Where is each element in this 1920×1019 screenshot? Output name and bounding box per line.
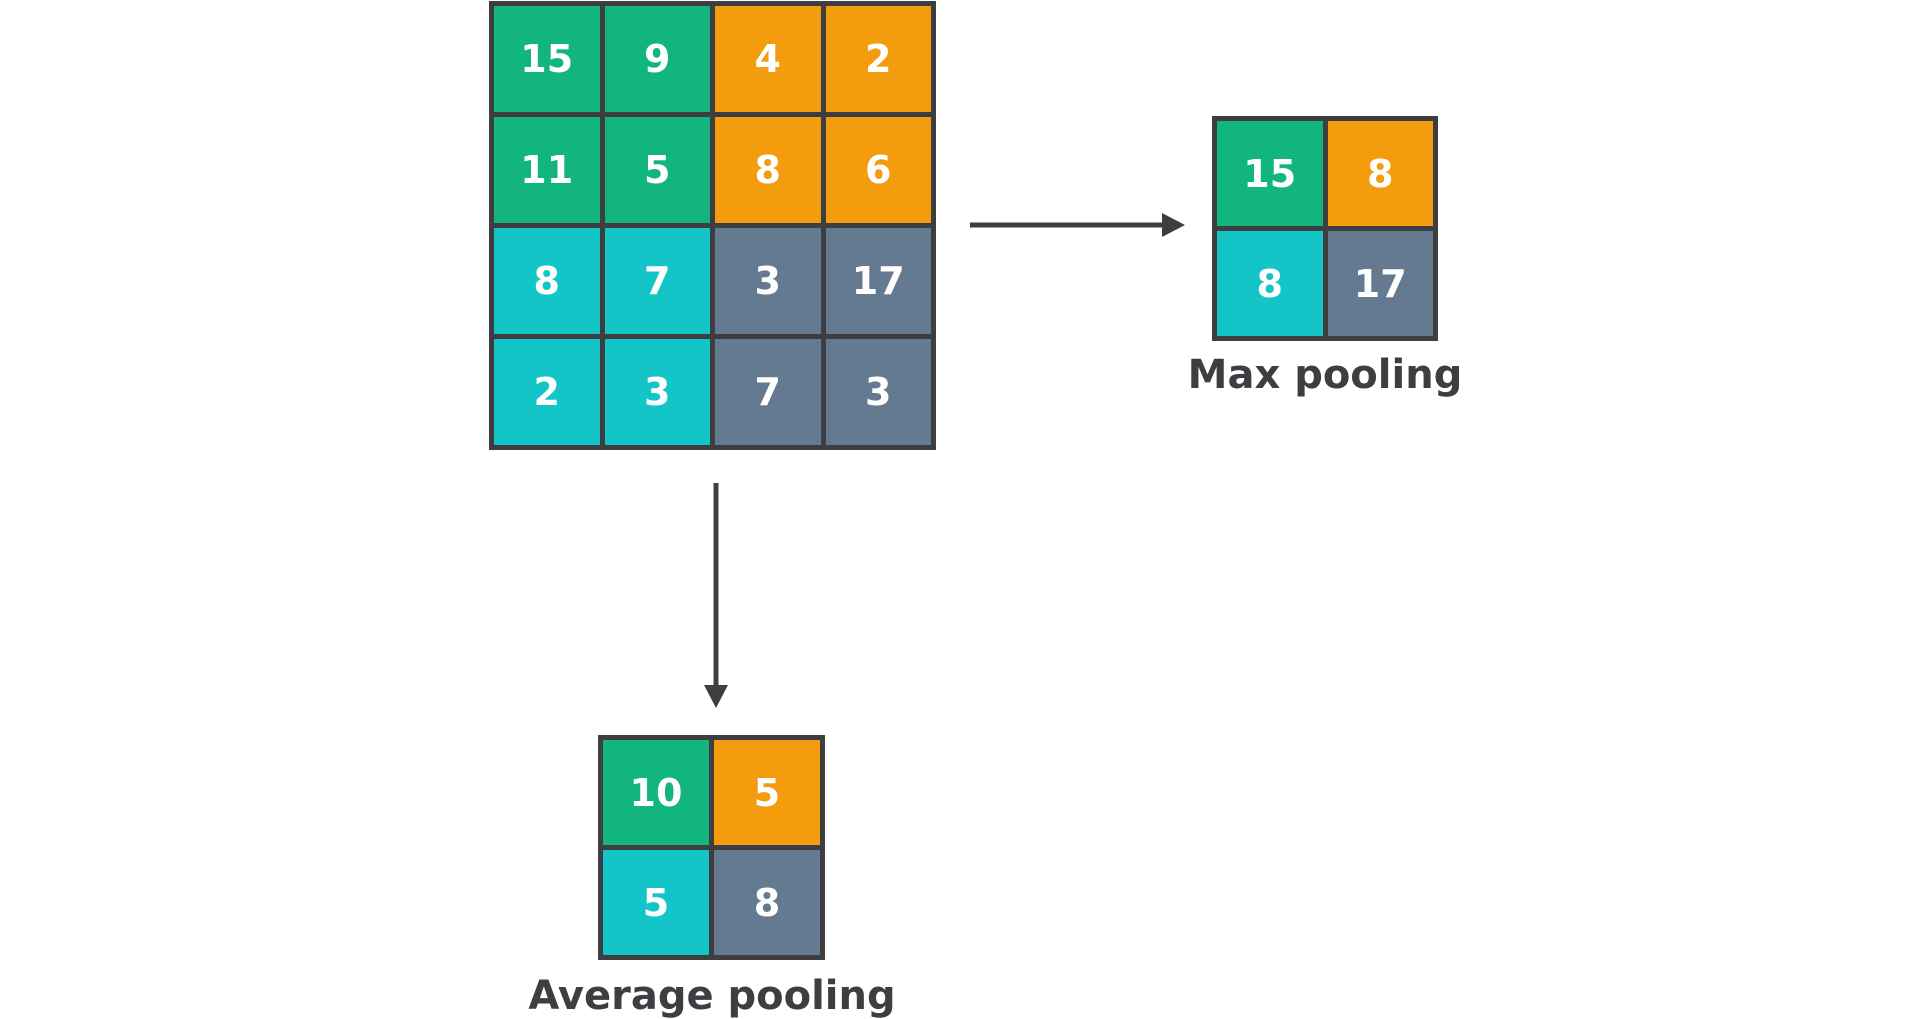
- input-cell-r2c2: 5: [604, 117, 710, 223]
- input-cell-r3c3: 3: [715, 228, 821, 334]
- max-pooling-cell-r2c2: 17: [1327, 231, 1433, 336]
- input-cell-r1c2: 9: [604, 6, 710, 112]
- input-cell-r2c1: 11: [494, 117, 600, 223]
- average-pooling-cell-r1c1: 10: [603, 740, 709, 845]
- input-cell-r1c3: 4: [715, 6, 821, 112]
- input-cell-r3c4: 17: [825, 228, 931, 334]
- max-pooling-label: Max pooling: [1187, 352, 1463, 398]
- input-cell-r4c1: 2: [494, 339, 600, 445]
- input-cell-r3c1: 8: [494, 228, 600, 334]
- arrow-to-max-pooling: [970, 213, 1185, 237]
- max-pooling-cell-r1c2: 8: [1327, 121, 1433, 226]
- average-pooling-cell-r2c1: 5: [603, 850, 709, 955]
- average-pooling-label: Average pooling: [528, 973, 896, 1019]
- max-pooling-cell-r2c1: 8: [1217, 231, 1323, 336]
- arrow-to-average-pooling: [704, 483, 728, 708]
- input-cell-r2c3: 8: [715, 117, 821, 223]
- average-pooling-cell-r1c2: 5: [714, 740, 820, 845]
- input-cell-r2c4: 6: [825, 117, 931, 223]
- input-cell-r4c4: 3: [825, 339, 931, 445]
- average-pooling-cell-r2c2: 8: [714, 850, 820, 955]
- input-cell-r4c3: 7: [715, 339, 821, 445]
- max-pooling-cell-r1c1: 15: [1217, 121, 1323, 226]
- input-cell-r4c2: 3: [604, 339, 710, 445]
- input-cell-r1c4: 2: [825, 6, 931, 112]
- input-cell-r3c2: 7: [604, 228, 710, 334]
- input-cell-r1c1: 15: [494, 6, 600, 112]
